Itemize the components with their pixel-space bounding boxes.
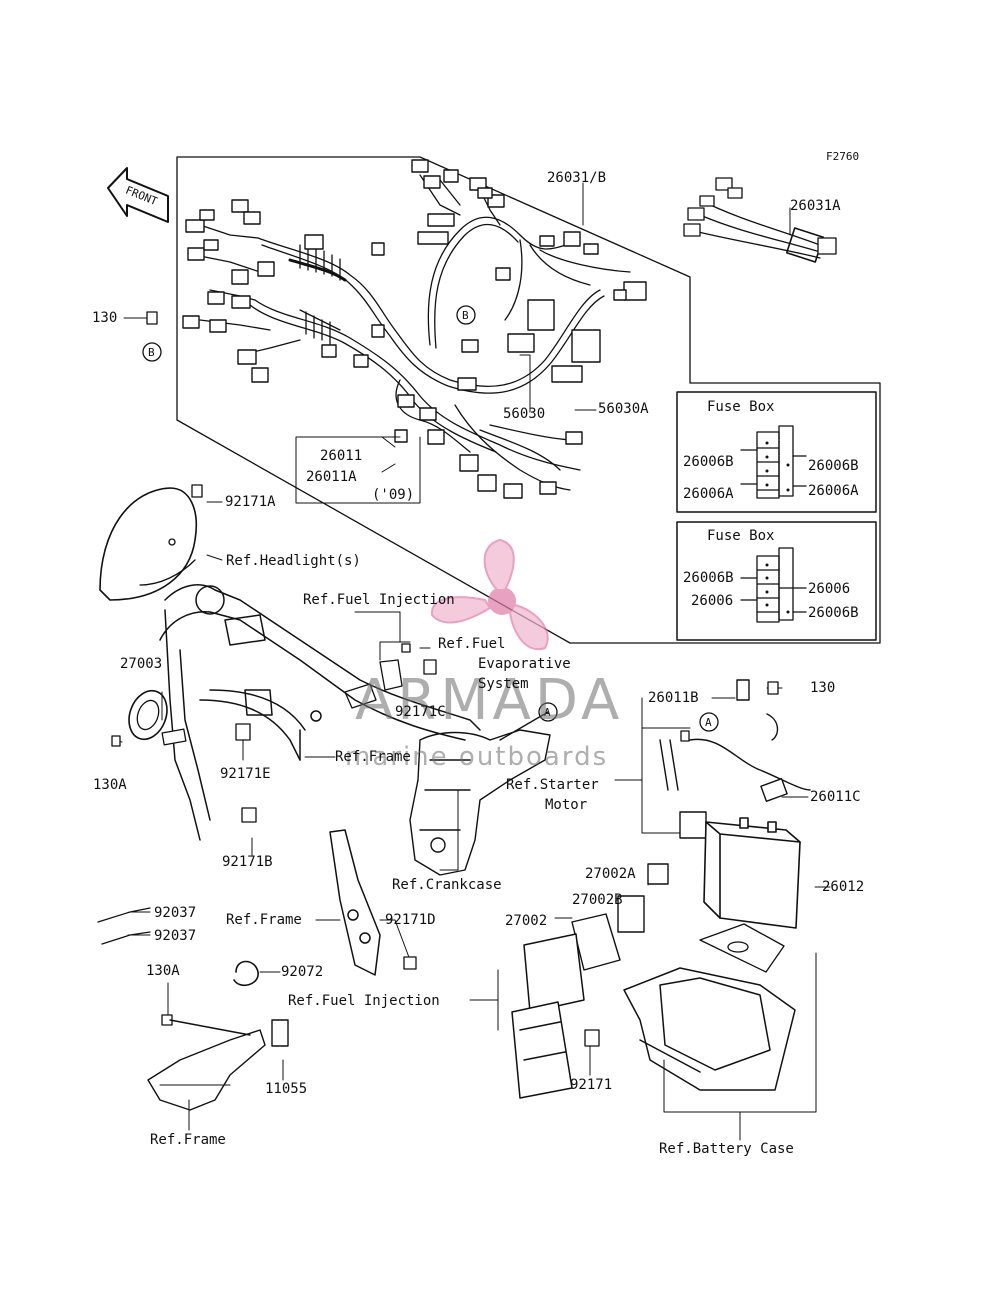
label-92171d: 92171D <box>385 912 436 928</box>
label-27002b: 27002B <box>572 892 623 908</box>
label-ref-starter-2: Motor <box>545 797 588 813</box>
crankcase-icon <box>409 711 551 876</box>
fuse-box-1-right-1: 26006B <box>808 458 859 474</box>
bracket-11055-icon <box>147 1019 289 1111</box>
label-130-top: 130 <box>92 310 118 326</box>
fuse-box-1-frame <box>676 391 877 513</box>
battery-pad-icon <box>699 923 785 973</box>
leader-lines <box>111 182 831 1141</box>
harness-group-outline <box>176 156 881 644</box>
label-27003: 27003 <box>120 656 163 672</box>
fuse-box-2-right-2: 26006B <box>808 605 859 621</box>
marker-a-engine-text: A <box>544 706 551 719</box>
fuse-box-2-frame <box>676 521 877 641</box>
label-11055: 11055 <box>265 1081 308 1097</box>
label-130a-left: 130A <box>93 777 127 793</box>
fuse-box-1-left-1: 26006B <box>683 454 734 470</box>
starter-relay-icon <box>659 679 811 839</box>
label-ref-fuel-evap-2: Evaporative <box>478 656 571 672</box>
clamp-92072-icon <box>233 960 259 987</box>
fuse-box-2-left-1: 26006B <box>683 570 734 586</box>
figure-id: F2760 <box>826 150 860 163</box>
harness-connectors-icon <box>182 159 647 499</box>
fuse-box-2-right-1: 26006 <box>808 581 851 597</box>
label-92171: 92171 <box>570 1077 613 1093</box>
label-92171e: 92171E <box>220 766 271 782</box>
fuel-injection-bracket-icon <box>344 659 403 709</box>
label-26031b: 26031/B <box>547 170 607 186</box>
fuse-box-1-title: Fuse Box <box>707 399 775 415</box>
front-arrow-icon <box>107 167 169 223</box>
label-130-right: 130 <box>810 680 836 696</box>
label-92037-2: 92037 <box>154 928 197 944</box>
label-56030: 56030 <box>503 406 546 422</box>
relays-27002-icon <box>571 863 669 971</box>
marker-b-harness-text: B <box>462 309 469 322</box>
fasteners-icon <box>111 311 779 1047</box>
circle-marker-b-top <box>142 342 162 362</box>
label-56030a: 56030A <box>598 401 649 417</box>
circle-marker-b-harness <box>456 305 476 325</box>
label-ref-headlight: Ref.Headlight(s) <box>226 553 361 569</box>
label-26031a: 26031A <box>790 198 841 214</box>
label-26011a: 26011A <box>306 469 357 485</box>
watermark-tagline: marine outboards <box>345 742 609 772</box>
label-92171a: 92171A <box>225 494 276 510</box>
label-130a-low: 130A <box>146 963 180 979</box>
marker-a-relay-text: A <box>705 716 712 729</box>
label-26011: 26011 <box>320 448 363 464</box>
label-27002a: 27002A <box>585 866 636 882</box>
battery-case-icon <box>623 967 796 1091</box>
label-ref-crankcase: Ref.Crankcase <box>392 877 502 893</box>
label-92171b: 92171B <box>222 854 273 870</box>
sub-harness-26031a-icon <box>683 177 837 263</box>
label-26011b: 26011B <box>648 690 699 706</box>
fuse-box-1-left-2: 26006A <box>683 486 734 502</box>
watermark-brand: ARMADA <box>355 668 624 733</box>
label-26011c: 26011C <box>810 789 861 805</box>
label-ref-frame-mid: Ref.Frame <box>335 749 411 765</box>
frame-icon <box>159 584 481 841</box>
circle-marker-a-relay <box>699 712 719 732</box>
label-92171c: 92171C <box>395 704 446 720</box>
label-ref-starter-1: Ref.Starter <box>506 777 599 793</box>
label-ref-fuel-injection-top: Ref.Fuel Injection <box>303 592 455 608</box>
circle-marker-a-engine <box>538 702 558 722</box>
fuse-box-1-right-2: 26006A <box>808 483 859 499</box>
label-92072: 92072 <box>281 964 324 980</box>
label-ref-fuel-evap-1: Ref.Fuel <box>438 636 506 652</box>
battery-26012-icon <box>703 817 801 929</box>
label-ref-frame-low: Ref.Frame <box>226 912 302 928</box>
label-ref-fuel-evap-3: System <box>478 676 529 692</box>
label-ref-frame-bottom: Ref.Frame <box>150 1132 226 1148</box>
frame-lower-icon <box>329 829 381 976</box>
label-92037-1: 92037 <box>154 905 197 921</box>
marker-b-top-text: B <box>148 346 155 359</box>
label-ref-fuel-injection-low: Ref.Fuel Injection <box>288 993 440 1009</box>
label-26012: 26012 <box>822 879 865 895</box>
cable-ties-92037-icon <box>97 907 151 945</box>
fuse-box-2-title: Fuse Box <box>707 528 775 544</box>
horn-27003-icon <box>128 689 168 741</box>
label-09: ('09) <box>372 487 415 503</box>
watermark-logo-icon <box>430 538 549 651</box>
ecu-icon <box>511 933 585 1099</box>
fuse-box-2-left-2: 26006 <box>691 593 734 609</box>
label-27002: 27002 <box>505 913 548 929</box>
label-ref-battery-case: Ref.Battery Case <box>659 1141 794 1157</box>
headlight-icon <box>99 484 203 601</box>
